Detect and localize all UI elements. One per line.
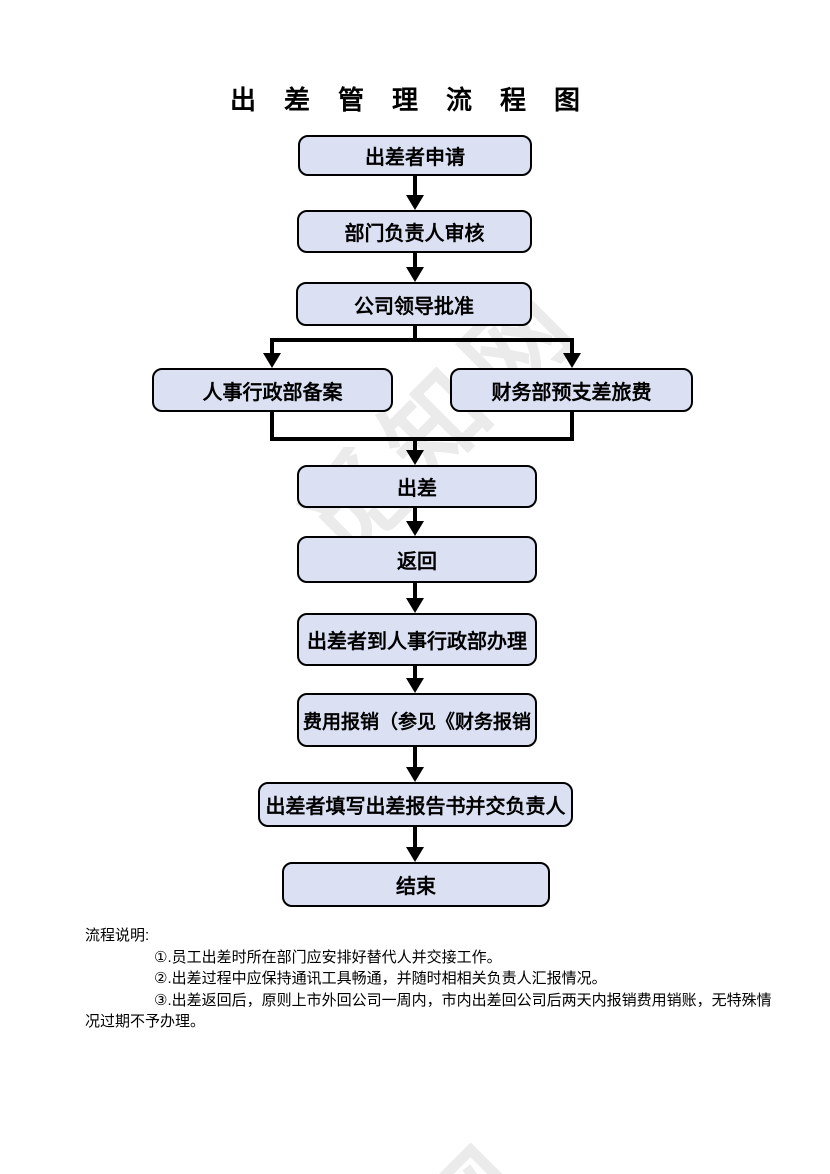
arrow-down-icon	[406, 847, 424, 862]
connector-line	[413, 583, 417, 599]
connector-line	[413, 747, 417, 768]
connector-line	[413, 666, 417, 679]
connector-line	[413, 326, 417, 342]
flow-node-return: 返回	[297, 536, 537, 583]
flow-node-leader-approve: 公司领导批准	[296, 282, 532, 326]
flow-node-hr-handle: 出差者到人事行政部办理	[297, 613, 537, 666]
flow-node-apply: 出差者申请	[298, 135, 532, 176]
flow-node-reimburse: 费用报销（参见《财务报销	[297, 693, 537, 747]
branch-line	[270, 338, 574, 342]
process-notes: 流程说明: ①.员工出差时所在部门应安排好替代人并交接工作。 ②.出差过程中应保…	[85, 925, 780, 1033]
page-title: 出差管理流程图	[230, 85, 609, 115]
arrow-down-icon	[406, 450, 424, 465]
connector-line	[413, 253, 417, 268]
arrow-down-icon	[406, 598, 424, 613]
flow-node-end: 结束	[282, 862, 550, 907]
connector-line	[270, 412, 274, 441]
watermark-partial: 觅知网	[218, 1102, 562, 1174]
notes-title: 流程说明:	[85, 927, 150, 944]
arrow-down-icon	[406, 767, 424, 782]
arrow-down-icon	[563, 353, 581, 368]
flow-node-finance-advance: 财务部预支差旅费	[450, 368, 693, 412]
connector-line	[413, 441, 417, 451]
arrow-down-icon	[406, 267, 424, 282]
flow-node-hr-file: 人事行政部备案	[152, 368, 393, 412]
arrow-down-icon	[406, 678, 424, 693]
connector-line	[413, 176, 417, 196]
note-item-2: ②.出差过程中应保持通讯工具畅通，并随时相相关负责人汇报情况。	[154, 970, 607, 987]
connector-line	[413, 827, 417, 848]
connector-line	[570, 412, 574, 441]
flow-node-report: 出差者填写出差报告书并交负责人	[258, 782, 573, 827]
arrow-down-icon	[406, 195, 424, 210]
arrow-down-icon	[263, 353, 281, 368]
connector-line	[270, 340, 274, 354]
note-item-1: ①.员工出差时所在部门应安排好替代人并交接工作。	[154, 948, 502, 966]
flow-node-trip: 出差	[297, 465, 537, 508]
arrow-down-icon	[406, 521, 424, 536]
flow-node-dept-review: 部门负责人审核	[297, 210, 532, 253]
connector-line	[570, 340, 574, 354]
connector-line	[413, 508, 417, 522]
merge-line	[270, 437, 574, 441]
note-item-3: ③.出差返回后，原则上市外回公司一周内，市内出差回公司后两天内报销费用销账，无特…	[85, 991, 772, 1031]
